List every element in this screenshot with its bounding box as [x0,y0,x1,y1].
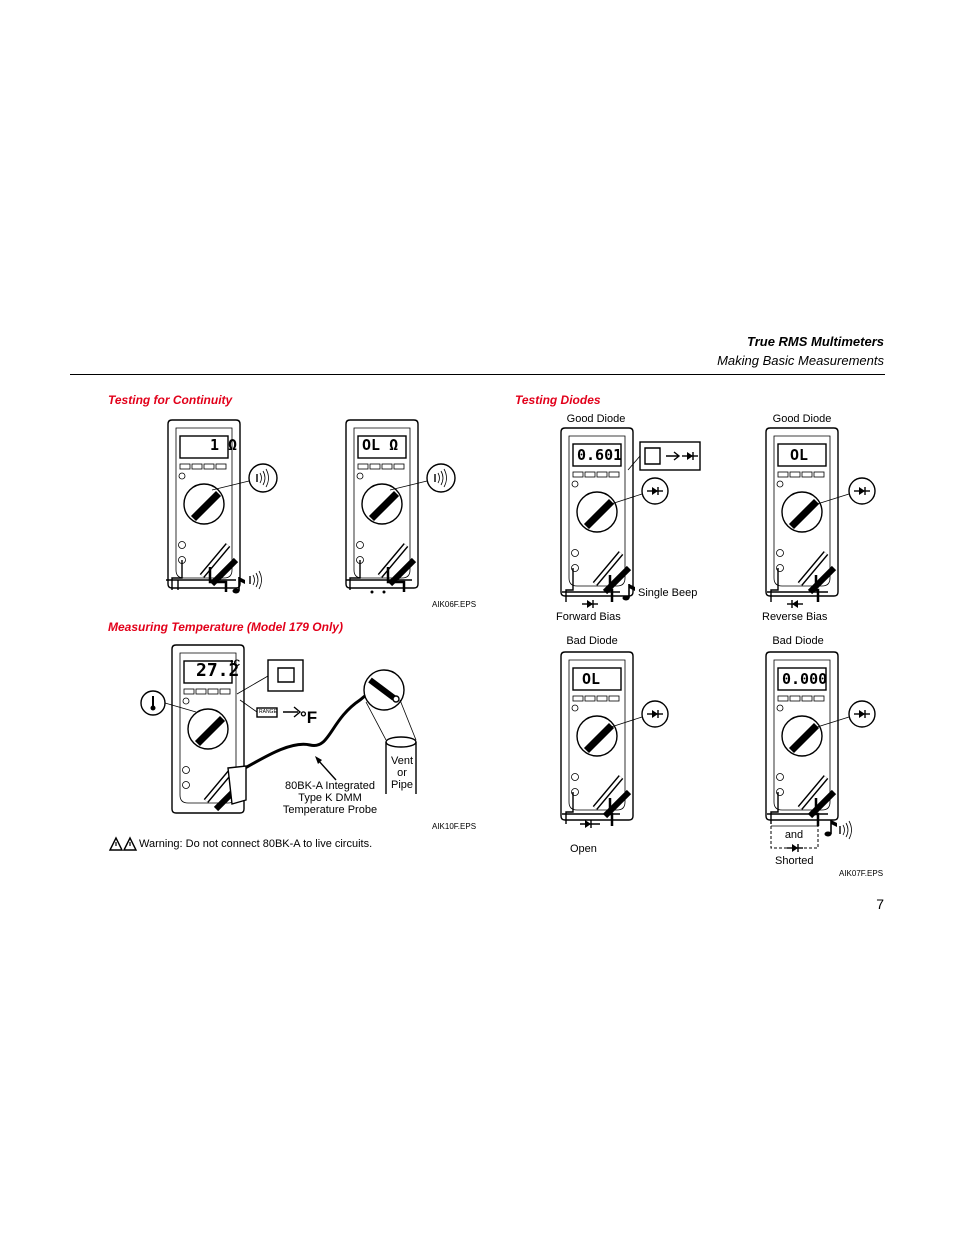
diode-display-1: 0.601 [577,446,623,464]
section-subtitle: Making Basic Measurements [717,353,884,368]
diode-display-4: 0.000 [782,670,828,688]
diodes-section-title: Testing Diodes [515,393,601,407]
continuity-meter-1-display: 1 Ω [210,436,238,454]
vent-pipe-label: Vent or Pipe [390,755,414,791]
probe-label: 80BK-A Integrated Type K DMM Temperature… [282,780,378,816]
continuity-section-title: Testing for Continuity [108,393,233,407]
bad-diode-label-2: Bad Diode [772,635,824,647]
header-rule [70,374,885,375]
diodes-fig-id: AIK07F.EPS [839,869,884,878]
and-label: and [784,829,804,841]
fahrenheit-label: °F [300,708,318,727]
temperature-unit: °C [230,658,241,668]
open-label: Open [570,843,597,855]
document-title: True RMS Multimeters [746,334,884,349]
continuity-fig-id: AIK06F.EPS [432,600,477,609]
bad-diode-label-1: Bad Diode [566,635,618,647]
continuity-callout-1 [248,463,278,493]
range-button-label: RANGE [259,709,277,715]
temperature-display: 27.2 [196,660,240,681]
page-number: 7 [876,896,884,912]
good-diode-label-2: Good Diode [772,413,832,425]
warning-icon [108,836,138,851]
temperature-fig-id: AIK10F.EPS [432,822,477,831]
continuity-beep-icon [249,570,263,590]
good-diode-label-1: Good Diode [566,413,626,425]
continuity-meter-1-leads [166,560,236,592]
diode-display-2: OL [790,446,809,464]
continuity-callout-2 [426,463,456,493]
continuity-meter-2-leads [346,560,412,594]
warning-text: Warning: Do not connect 80BK-A to live c… [139,838,373,850]
continuity-meter-2-display: OL Ω [362,436,399,454]
reverse-bias-label: Reverse Bias [762,611,828,623]
thermometer-callout [140,690,166,716]
temperature-section-title: Measuring Temperature (Model 179 Only) [108,620,343,634]
shorted-label: Shorted [775,855,814,867]
diode-display-3: OL [582,670,601,688]
forward-bias-label: Forward Bias [556,611,621,623]
single-beep-label: Single Beep [638,587,698,599]
shift-button-callout [267,659,304,692]
